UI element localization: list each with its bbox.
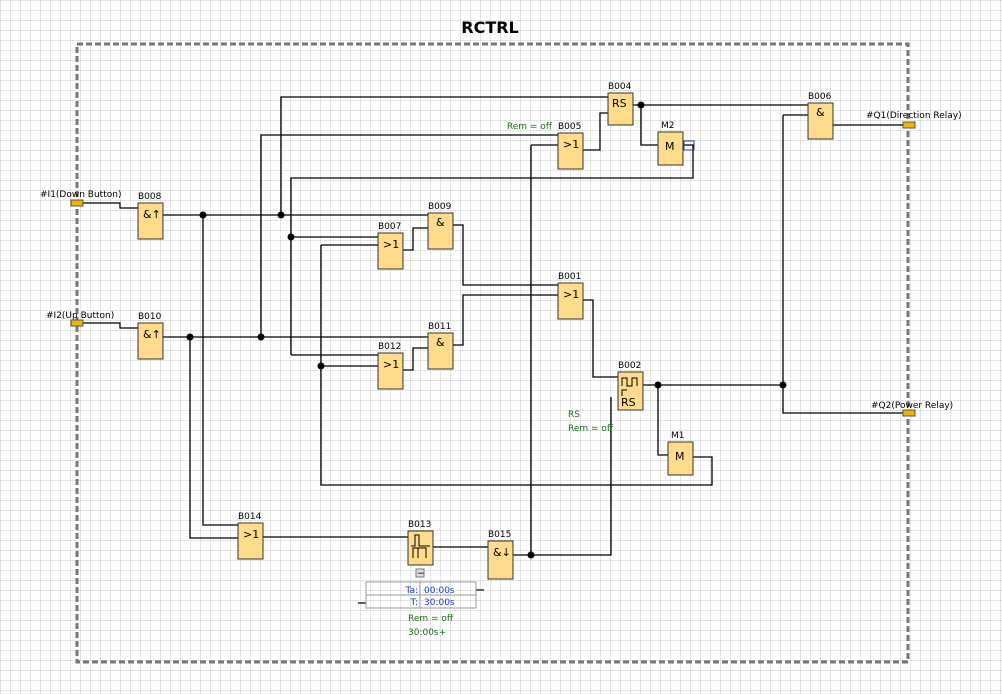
- svg-text:>1: >1: [563, 288, 579, 301]
- output-connector-icon[interactable]: [683, 140, 695, 151]
- block-b010[interactable]: B010 &↑: [137, 312, 164, 360]
- input-i1[interactable]: #I1(Down Button): [40, 190, 121, 207]
- block-m2[interactable]: M2M: [657, 121, 695, 166]
- svg-text:&: &: [816, 106, 825, 119]
- svg-text:&: &: [436, 216, 445, 229]
- t-label: T:: [409, 598, 418, 608]
- svg-text:>1: >1: [563, 138, 579, 151]
- svg-text:30:00s+: 30:00s+: [408, 628, 446, 638]
- svg-text:>1: >1: [383, 238, 399, 251]
- svg-text:B014: B014: [238, 512, 262, 522]
- input-label: #I2(Up Button): [46, 311, 114, 321]
- svg-text:B002: B002: [618, 361, 641, 371]
- svg-text:Rem = off: Rem = off: [568, 424, 614, 434]
- svg-text:&↑: &↑: [143, 208, 161, 221]
- svg-text:&↓: &↓: [493, 546, 511, 559]
- block-b014[interactable]: B014 >1: [237, 512, 264, 560]
- svg-text:Rem = off: Rem = off: [408, 614, 454, 624]
- diagram-title: RCTRL: [461, 18, 519, 37]
- svg-text:B008: B008: [138, 192, 162, 202]
- output-label: #Q2(Power Relay): [871, 401, 953, 411]
- svg-text:>1: >1: [383, 358, 399, 371]
- svg-text:RS: RS: [568, 410, 580, 420]
- junction-dots: [186, 101, 787, 559]
- svg-text:B012: B012: [378, 342, 401, 352]
- svg-text:B001: B001: [558, 272, 581, 282]
- svg-text:M: M: [675, 450, 685, 463]
- svg-text:B010: B010: [138, 312, 162, 322]
- svg-text:B011: B011: [428, 322, 451, 332]
- svg-text:M1: M1: [671, 431, 685, 441]
- block-b012[interactable]: B012 >1: [377, 342, 404, 390]
- block-b001[interactable]: B001 >1: [557, 272, 584, 320]
- svg-text:B005: B005: [558, 122, 581, 132]
- block-b008[interactable]: B008 &↑: [137, 192, 164, 240]
- svg-text:M2: M2: [661, 121, 675, 131]
- svg-text:&↑: &↑: [143, 328, 161, 341]
- block-b013[interactable]: B013 − Ta: 00:00s T: 30:00s Rem = off 30:…: [365, 520, 477, 638]
- svg-text:RS: RS: [621, 396, 636, 409]
- ta-value: 00:00s: [424, 586, 455, 596]
- program-border: [75, 42, 910, 664]
- svg-text:B015: B015: [488, 530, 511, 540]
- block-m1[interactable]: M1M: [667, 431, 694, 476]
- collapse-button[interactable]: [415, 568, 425, 578]
- output-label: #Q1(Direction Relay): [866, 111, 962, 121]
- svg-text:RS: RS: [612, 97, 627, 110]
- block-b009[interactable]: B009 &: [427, 202, 454, 250]
- output-q2[interactable]: #Q2(Power Relay): [871, 401, 953, 417]
- ta-label: Ta:: [404, 586, 418, 596]
- block-b015[interactable]: B015 &↓: [487, 530, 514, 580]
- svg-text:B007: B007: [378, 222, 401, 232]
- svg-text:M: M: [665, 140, 675, 153]
- block-b007[interactable]: B007 >1: [377, 222, 404, 270]
- svg-text:B006: B006: [808, 92, 832, 102]
- input-label: #I1(Down Button): [40, 190, 121, 200]
- svg-text:>1: >1: [243, 528, 259, 541]
- b005-param: Rem = off: [507, 122, 553, 132]
- svg-text:B009: B009: [428, 202, 452, 212]
- svg-text:B004: B004: [608, 82, 632, 92]
- block-b011[interactable]: B011 &: [427, 322, 454, 370]
- svg-text:B013: B013: [408, 520, 431, 530]
- output-q1[interactable]: #Q1(Direction Relay): [866, 111, 962, 129]
- collapse-glyph: −: [417, 569, 425, 579]
- t-value: 30:00s: [424, 598, 455, 608]
- block-b005[interactable]: B005 Rem = off >1: [507, 122, 584, 170]
- input-i2[interactable]: #I2(Up Button): [46, 311, 114, 327]
- svg-text:&: &: [436, 336, 445, 349]
- block-b006[interactable]: B006 &: [807, 92, 834, 140]
